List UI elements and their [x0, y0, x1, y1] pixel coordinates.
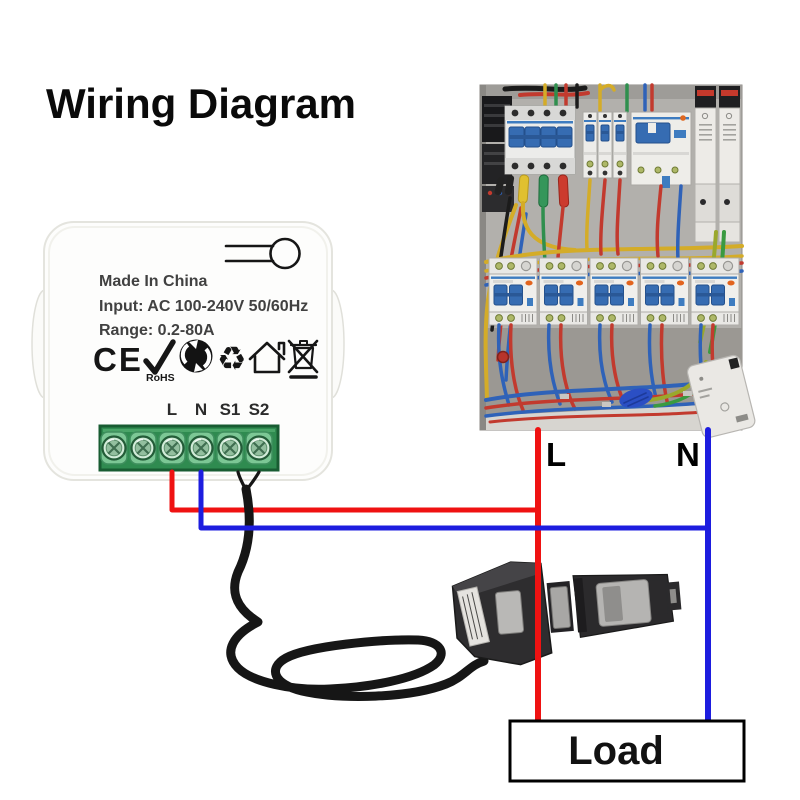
panel-branch-breaker: [589, 257, 639, 326]
panel-spd: [718, 85, 741, 243]
live-label: L: [546, 436, 566, 473]
ct-cable-coil: [226, 484, 489, 701]
page-title: Wiring Diagram: [46, 80, 356, 127]
neutral-label: N: [676, 436, 700, 473]
green-dot-icon: [179, 339, 213, 373]
rohs-check-icon: [143, 339, 176, 375]
panel-main-breaker: [504, 105, 576, 175]
panel-branch-breaker: [690, 257, 740, 326]
input-spec-text: Input: AC 100-240V 50/60Hz: [99, 298, 308, 315]
panel-branch-breaker: [488, 257, 538, 326]
made-in-text: Made In China: [99, 273, 208, 290]
ct-clamp: [451, 561, 682, 666]
panel-crimp-sleeves: [494, 174, 570, 208]
neutral-wire-from-device: [198, 469, 711, 531]
terminal-block: [98, 424, 280, 472]
panel-breaker: [582, 111, 598, 179]
live-wire-from-device: [169, 469, 540, 513]
certification-icons: CE RoHS ♻: [93, 339, 319, 384]
panel-top-wires: [502, 83, 654, 113]
panel-white-device: [686, 354, 756, 439]
panel-rcbo: [630, 111, 692, 188]
breaker-panel-photo: [479, 83, 756, 439]
mounting-keyhole-icon: [224, 237, 301, 270]
smart-meter-module: Made In China Input: AC 100-240V 50/60Hz…: [31, 221, 345, 481]
range-spec-text: Range: 0.2-80A: [99, 322, 215, 339]
terminal-label-l: L: [167, 400, 177, 419]
panel-breaker: [597, 111, 613, 179]
recycle-icon: ♻: [217, 340, 247, 377]
panel-spd: [694, 85, 717, 243]
terminal-label-s2: S2: [249, 400, 270, 419]
panel-red-indicator: [496, 350, 510, 364]
ce-mark-icon: CE: [93, 341, 143, 378]
panel-branch-breaker: [538, 257, 589, 326]
load-box: Load: [508, 719, 746, 783]
terminal-label-n: N: [195, 400, 207, 419]
clamp-jaw-open: [572, 573, 682, 639]
load-label: Load: [568, 729, 664, 773]
panel-breaker: [612, 111, 628, 179]
terminal-label-s1: S1: [220, 400, 241, 419]
house-icon: [248, 341, 286, 374]
rohs-label: RoHS: [146, 372, 175, 384]
panel-branch-breaker: [639, 257, 690, 326]
weee-bin-icon: [287, 339, 319, 379]
